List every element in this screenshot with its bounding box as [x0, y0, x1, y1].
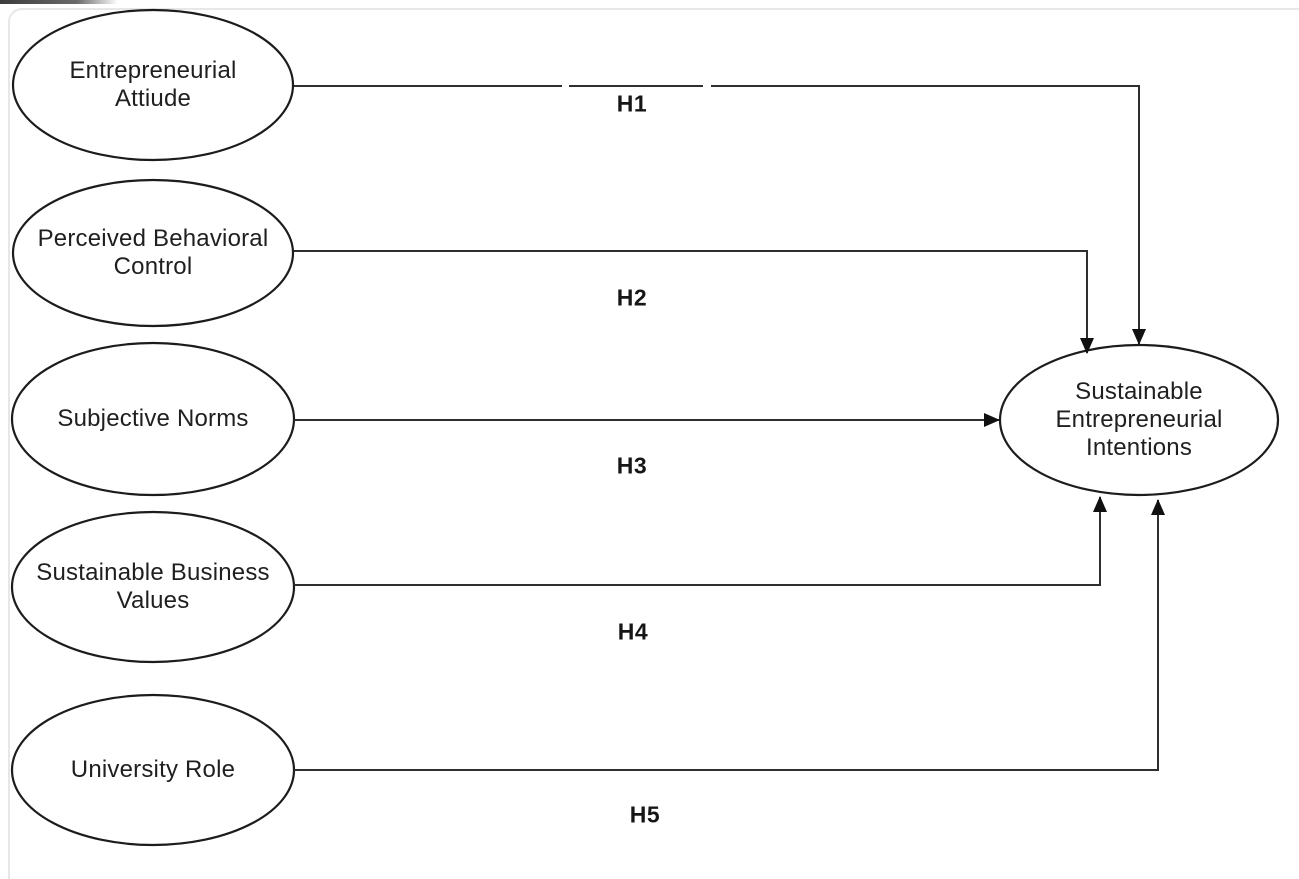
node-ellipse-entrepreneurial-attitude: [11, 8, 295, 162]
scan-artifact: [0, 0, 118, 4]
edge-label-h4: H4: [617, 618, 649, 645]
arrow-h5: [294, 499, 1165, 771]
edge-label-h1: H1: [616, 90, 648, 117]
node-label-sustainable-business-values: Sustainable Business Values: [36, 558, 270, 614]
frame-border: [8, 8, 1299, 879]
node-ellipse-perceived-behavioral-control: [11, 178, 295, 328]
arrow-h2: [294, 250, 1094, 354]
node-label-sustainable-entrepreneurial-intentions: Sustainable Entrepreneurial Intentions: [1055, 377, 1223, 462]
node-label-university-role: University Role: [70, 755, 236, 783]
node-label-subjective-norms: Subjective Norms: [57, 404, 249, 432]
node-label-entrepreneurial-attitude: Entrepreneurial Attiude: [69, 56, 237, 112]
arrow-h4: [294, 496, 1107, 586]
arrow-h1: [294, 85, 1139, 344]
node-ellipse-sustainable-business-values: [10, 510, 296, 664]
edge-label-h2: H2: [616, 284, 648, 311]
edge-label-h5: H5: [629, 801, 661, 828]
node-label-perceived-behavioral-control: Perceived Behavioral Control: [37, 224, 269, 280]
edge-label-h3: H3: [616, 452, 648, 479]
